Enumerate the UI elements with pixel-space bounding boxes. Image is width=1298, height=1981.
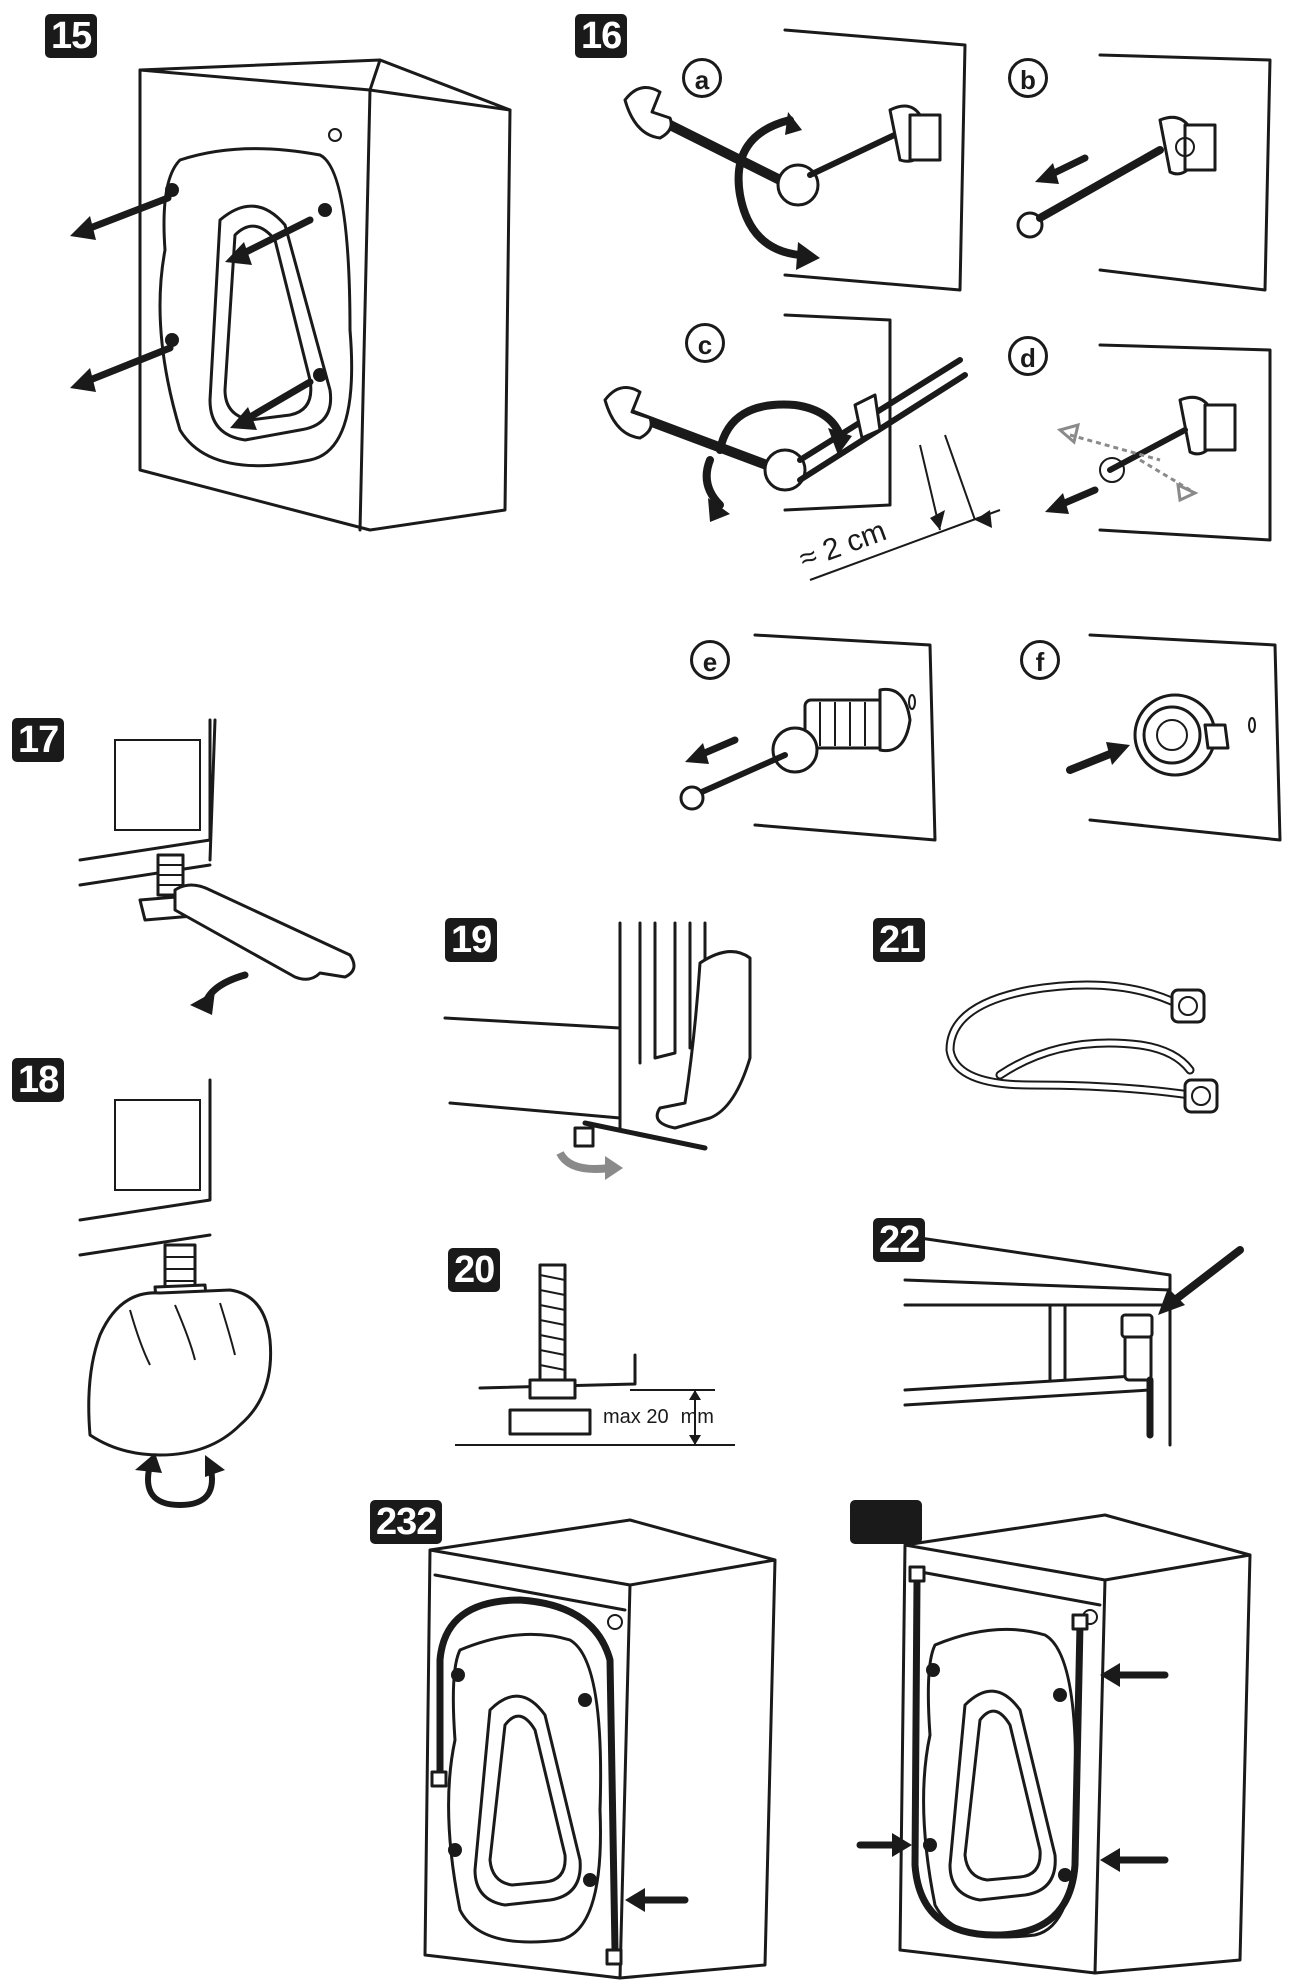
substep-d-label: d [1008,336,1048,376]
step-22-badge: 22 [873,1218,926,1262]
step-18-figure [78,1078,273,1508]
substep-e-label: e [690,640,730,680]
step-24-badge [850,1500,922,1544]
substep-e-figure [679,633,937,842]
step-19-figure [443,921,752,1180]
substep-b-label: b [1008,58,1048,98]
step-20-figure [455,1263,735,1446]
step-20-badge: 20 [448,1248,501,1292]
step-17-badge: 17 [12,718,65,762]
step-23-badge: 232 [370,1500,443,1544]
max-height-unit: mm [680,1406,714,1428]
substep-a-label: a [682,58,722,98]
step-19-badge: 19 [445,918,498,962]
step-15-machine-rear [70,58,512,532]
substep-f-label: f [1020,640,1060,680]
step-21-badge: 21 [873,918,926,962]
substep-f-figure [1066,633,1282,842]
step-24-machine-figure [856,1513,1252,1975]
step-18-badge: 18 [12,1058,65,1102]
substep-c-label: c [685,323,725,363]
step-23-machine-figure [423,1518,777,1980]
step-22-figure [903,1236,1244,1447]
step-21-hose-figure [945,980,1219,1114]
substep-d-figure [1045,343,1272,542]
step-16-badge: 16 [575,14,628,58]
substep-c-figure [603,313,1001,581]
step-17-figure [78,718,356,1015]
max-height-label: max 20 mm [603,1406,714,1429]
max-height-value: max 20 [603,1406,669,1428]
substep-a-figure [623,28,967,292]
substep-b-figure [1016,53,1272,292]
step-15-badge: 15 [45,14,98,58]
